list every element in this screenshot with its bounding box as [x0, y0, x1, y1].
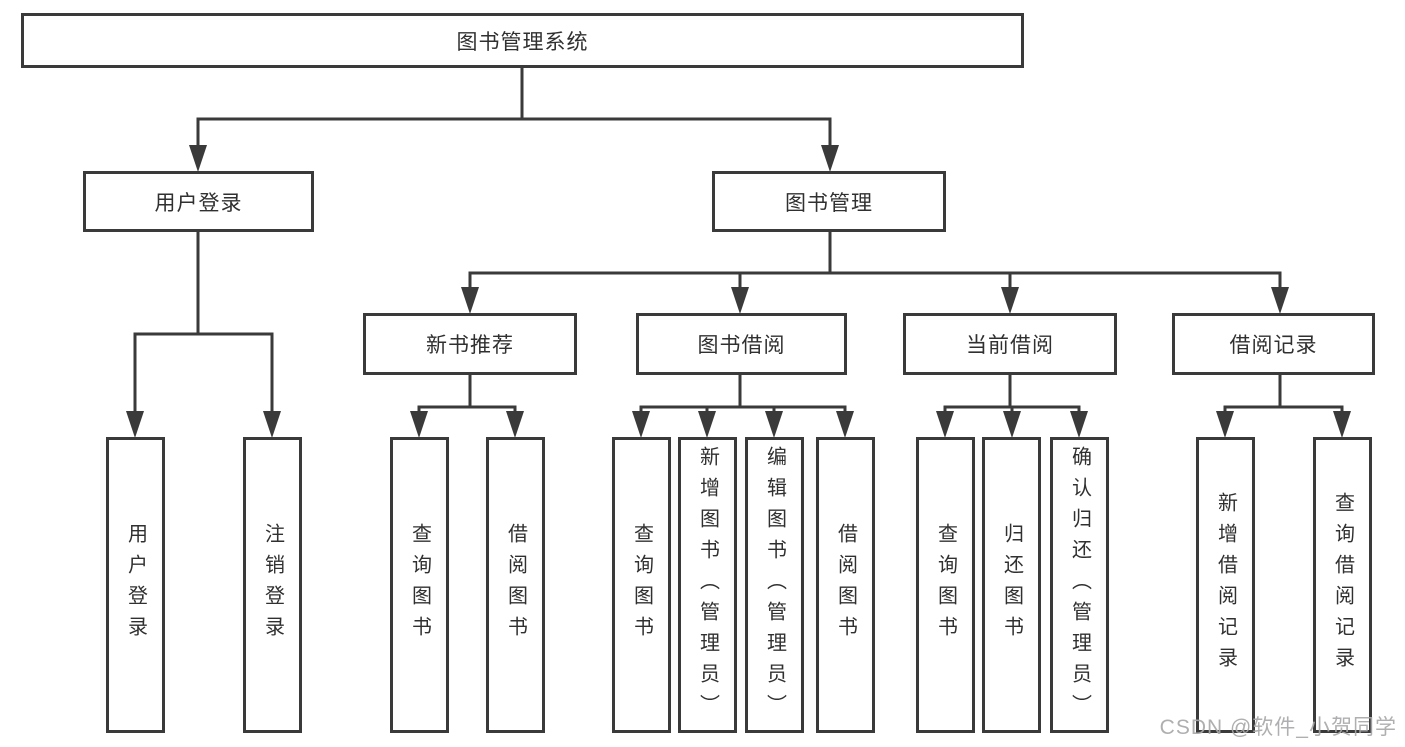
node-label: 归还图书 — [1000, 523, 1023, 647]
csdn-watermark: CSDN @软件_小贺同学 — [1159, 716, 1397, 739]
node-book-borrowing: 图书借阅 — [636, 313, 847, 375]
arrow-down-icon — [126, 411, 144, 438]
leaf-return-books: 归还图书 — [982, 437, 1041, 733]
leaf-borrow-books-1: 借阅图书 — [486, 437, 545, 733]
node-new-book-recommend: 新书推荐 — [363, 313, 577, 375]
node-label: 借阅图书 — [834, 523, 857, 647]
leaf-add-borrow-record: 新增借阅记录 — [1196, 437, 1255, 733]
node-label: 新增图书（管理员） — [696, 445, 719, 725]
connector-line — [943, 373, 1081, 414]
leaf-logout: 注销登录 — [243, 437, 302, 733]
node-label: 确认归还（管理员） — [1068, 445, 1091, 725]
node-label: 注销登录 — [261, 523, 284, 647]
arrow-down-icon — [410, 411, 428, 438]
arrow-down-icon — [189, 145, 207, 172]
arrow-down-icon — [1001, 287, 1019, 314]
node-label: 借阅图书 — [504, 523, 527, 647]
node-label: 查询图书 — [934, 523, 957, 647]
arrow-down-icon — [506, 411, 524, 438]
node-book-management: 图书管理 — [712, 171, 946, 232]
node-label: 图书借阅 — [697, 334, 786, 357]
connector-line — [1223, 373, 1344, 414]
leaf-user-login: 用户登录 — [106, 437, 165, 733]
connector-root-to-level2 — [189, 66, 839, 172]
arrow-down-icon — [263, 411, 281, 438]
leaf-query-books-2: 查询图书 — [612, 437, 671, 733]
connector-book-borrow-branch — [632, 373, 854, 438]
connector-line — [639, 373, 847, 414]
connector-user-login-branch — [126, 230, 281, 438]
arrow-down-icon — [936, 411, 954, 438]
arrow-down-icon — [698, 411, 716, 438]
connector-line — [468, 230, 1282, 291]
arrow-down-icon — [1216, 411, 1234, 438]
leaf-query-borrow-record: 查询借阅记录 — [1313, 437, 1372, 733]
connector-line — [133, 230, 274, 414]
arrow-down-icon — [461, 287, 479, 314]
node-label: 查询图书 — [408, 523, 431, 647]
arrow-down-icon — [821, 145, 839, 172]
node-borrowing-records: 借阅记录 — [1172, 313, 1375, 375]
connector-line — [196, 66, 832, 149]
connector-current-borrow-branch — [936, 373, 1088, 438]
leaf-confirm-return-admin: 确认归还（管理员） — [1050, 437, 1109, 733]
node-root-library-system: 图书管理系统 — [21, 13, 1024, 68]
leaf-query-books-1: 查询图书 — [390, 437, 449, 733]
node-label: 用户登录 — [124, 523, 147, 647]
node-label: 新增借阅记录 — [1214, 492, 1237, 678]
connector-line — [417, 373, 517, 414]
node-label: 图书管理系统 — [456, 30, 589, 54]
arrow-down-icon — [632, 411, 650, 438]
node-current-borrowing: 当前借阅 — [903, 313, 1117, 375]
node-label: 当前借阅 — [966, 334, 1054, 357]
arrow-down-icon — [1271, 287, 1289, 314]
arrow-down-icon — [1333, 411, 1351, 438]
node-label: 图书管理 — [785, 191, 873, 215]
node-label: 用户登录 — [154, 191, 243, 215]
node-label: 查询图书 — [630, 523, 653, 647]
connector-new-book-rec-branch — [410, 373, 524, 438]
leaf-borrow-books-2: 借阅图书 — [816, 437, 875, 733]
connector-borrow-records-branch — [1216, 373, 1351, 438]
arrow-down-icon — [1003, 411, 1021, 438]
leaf-edit-books-admin: 编辑图书（管理员） — [745, 437, 804, 733]
leaf-add-books-admin: 新增图书（管理员） — [678, 437, 737, 733]
connector-book-mgmt-branch — [461, 230, 1289, 314]
node-label: 查询借阅记录 — [1331, 492, 1354, 678]
arrow-down-icon — [765, 411, 783, 438]
arrow-down-icon — [731, 287, 749, 314]
leaf-query-books-3: 查询图书 — [916, 437, 975, 733]
arrow-down-icon — [836, 411, 854, 438]
node-label: 编辑图书（管理员） — [763, 445, 786, 725]
node-label: 借阅记录 — [1229, 334, 1318, 357]
arrow-down-icon — [1070, 411, 1088, 438]
node-label: 新书推荐 — [426, 334, 514, 357]
node-user-login: 用户登录 — [83, 171, 314, 232]
